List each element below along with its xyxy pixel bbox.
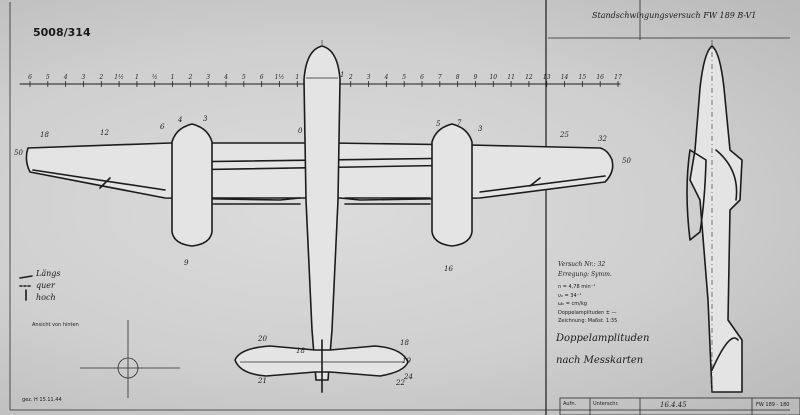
ruler-tick-label: 4 <box>383 74 388 81</box>
label-right-le: 25 <box>560 131 569 139</box>
block-date: 16.4.45 <box>660 401 687 409</box>
test-erregung: Erregung: Symm. <box>558 271 612 278</box>
legend-laengs-stroke <box>19 275 33 279</box>
rear-view-label: Ansicht von hinten <box>32 322 79 328</box>
ruler-tick-label: 2 <box>98 74 103 81</box>
left-nacelle <box>171 123 213 247</box>
title-block-text: Standschwingungsversuch FW 189 B-V1 <box>592 11 757 20</box>
ruler-ticks: 654321½1½1234561½1½123456789101112131415… <box>28 74 622 87</box>
ruler-tick-label: 11 <box>507 74 515 81</box>
ruler-tick-label: 3 <box>82 74 86 81</box>
bottom-left-note: gez. H 15.11.44 <box>22 397 62 403</box>
ruler-tick-label: 1½ <box>114 74 124 81</box>
left-aileron-break <box>99 177 111 189</box>
label-right-nacelle-b: 7 <box>457 119 462 127</box>
ruler-tick-label: 14 <box>561 74 569 81</box>
label-tail-right-bot2: 22 <box>396 379 405 387</box>
test-v: υ₀ = 34⁻¹ <box>558 293 582 299</box>
label-right-nacelle-c: 3 <box>478 125 483 133</box>
handwritten-note-2: nach Messkarten <box>556 355 644 366</box>
ruler-tick-label: 1½ <box>275 74 285 81</box>
ruler-tick-label: 3 <box>206 74 210 81</box>
bottom-title-block <box>559 397 800 415</box>
ruler-tick-label: 1 <box>135 74 139 81</box>
test-versuch: Versuch Nr.: 32 <box>558 261 606 268</box>
label-right-wingtip-b: 50 <box>622 157 631 165</box>
right-nacelle <box>431 123 473 247</box>
ruler-tick-label: 8 <box>456 74 460 81</box>
label-left-boom-tail: 9 <box>184 259 189 267</box>
drawing-number: 5008/314 <box>33 26 91 39</box>
rear-view-circle <box>117 357 139 379</box>
ruler-tick-label: 6 <box>260 74 264 81</box>
label-right-boom-tail: 16 <box>444 265 453 273</box>
test-zeichnung: Zeichnung: Maßst. 1:35 <box>558 318 618 324</box>
right-aileron-line <box>479 175 606 193</box>
block-cell2: Unterschr. <box>593 401 619 407</box>
label-left-le-b: 12 <box>100 129 109 137</box>
ruler-tick-label: 7 <box>438 74 442 81</box>
label-tail-right-bot1: 24 <box>404 373 413 381</box>
legend-laengs: Längs <box>36 269 61 278</box>
label-left-nacelle-a: 6 <box>160 123 165 131</box>
ruler-tick-label: 12 <box>525 74 533 81</box>
block-sheet-no: FW 189 - 180 <box>756 402 790 408</box>
ruler-tick-label: 3 <box>367 74 371 81</box>
side-view-wing <box>686 149 707 241</box>
ruler-tick-label: 6 <box>28 74 32 81</box>
side-view-outline <box>689 45 743 393</box>
test-n: n = 4,78 min⁻¹ <box>558 284 596 290</box>
label-tail-left-mid: 18 <box>296 347 305 355</box>
label-left-wingtip: 50 <box>14 149 23 157</box>
label-centre-le: 0 <box>298 127 303 135</box>
test-kopplung: Doppelamplituden ± — <box>558 310 617 316</box>
label-centre-station: 1 <box>340 71 345 79</box>
ruler-tick-label: 4 <box>63 74 68 81</box>
side-view-fin <box>711 337 739 371</box>
ruler-tick-label: 4 <box>223 74 228 81</box>
ruler-tick-label: 2 <box>187 74 192 81</box>
legend-quer: quer <box>36 281 55 290</box>
label-tail-right-mid: 19 <box>402 357 411 365</box>
ruler-tick-label: 2 <box>348 74 353 81</box>
ruler-tick-label: 16 <box>596 74 604 81</box>
ruler-tick-label: 1 <box>171 74 175 81</box>
ruler-tick-label: 17 <box>614 74 622 81</box>
label-tail-left-top: 20 <box>258 335 267 343</box>
label-tail-right-top: 18 <box>400 339 409 347</box>
label-left-nacelle-c: 3 <box>203 115 208 123</box>
ruler-tick-label: 5 <box>46 74 50 81</box>
ruler-tick-label: 6 <box>420 74 424 81</box>
legend-hoch: hoch <box>36 293 56 302</box>
label-left-nacelle-b: 4 <box>178 116 183 124</box>
label-left-le-a: 18 <box>40 131 49 139</box>
handwritten-note-1: Doppelamplituden <box>556 333 650 344</box>
test-m: ω₀ = cm/kg <box>558 301 587 307</box>
ruler-tick-label: 9 <box>474 74 478 81</box>
ruler-tick-label: 1 <box>295 74 299 81</box>
ruler-tick-label: ½ <box>152 74 158 81</box>
block-cell1: Aufn. <box>563 401 577 407</box>
label-right-wingtip-a: 32 <box>598 135 607 143</box>
ruler-tick-label: 10 <box>489 74 497 81</box>
fuselage-outline <box>303 45 341 381</box>
ruler-tick-label: 15 <box>579 74 587 81</box>
ruler-tick-label: 5 <box>242 74 246 81</box>
left-aileron-line <box>32 169 166 191</box>
ruler-tick-label: 13 <box>543 74 551 81</box>
label-tail-left-bot: 21 <box>258 377 267 385</box>
side-view-nacelle <box>715 149 738 201</box>
label-right-nacelle-a: 5 <box>436 120 441 128</box>
ruler-tick-label: 5 <box>402 74 406 81</box>
right-aileron-break <box>529 177 541 187</box>
